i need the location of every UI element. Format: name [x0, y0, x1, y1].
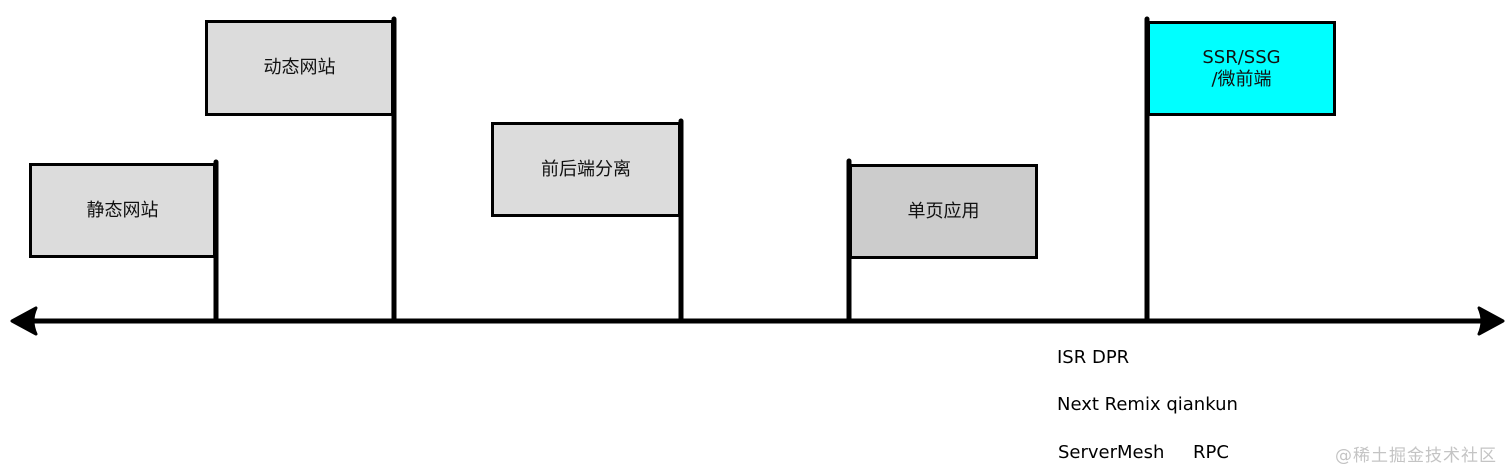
flag-label: 动态网站	[263, 57, 336, 78]
flag-ssr-ssg-microfrontend: SSR/SSG /微前端	[1147, 21, 1336, 116]
note-servermesh-rpc: ServerMesh RPC	[1058, 442, 1229, 463]
flag-single-page-app: 单页应用	[849, 164, 1038, 259]
flag-dynamic-website: 动态网站	[205, 20, 394, 116]
flag-label: 前后端分离	[541, 158, 631, 180]
flag-label: SSR/SSG /微前端	[1202, 46, 1281, 90]
flag-frontend-backend-separation: 前后端分离	[491, 122, 681, 217]
note-frameworks: Next Remix qiankun	[1057, 394, 1238, 415]
flag-static-website: 静态网站	[29, 163, 216, 258]
watermark: @稀土掘金技术社区	[1335, 446, 1497, 466]
flag-label: 静态网站	[86, 199, 159, 221]
flag-label: 单页应用	[907, 200, 980, 222]
note-isr-dpr: ISR DPR	[1057, 347, 1130, 368]
arrow-right-icon	[1477, 306, 1505, 336]
arrow-left-icon	[10, 306, 38, 336]
